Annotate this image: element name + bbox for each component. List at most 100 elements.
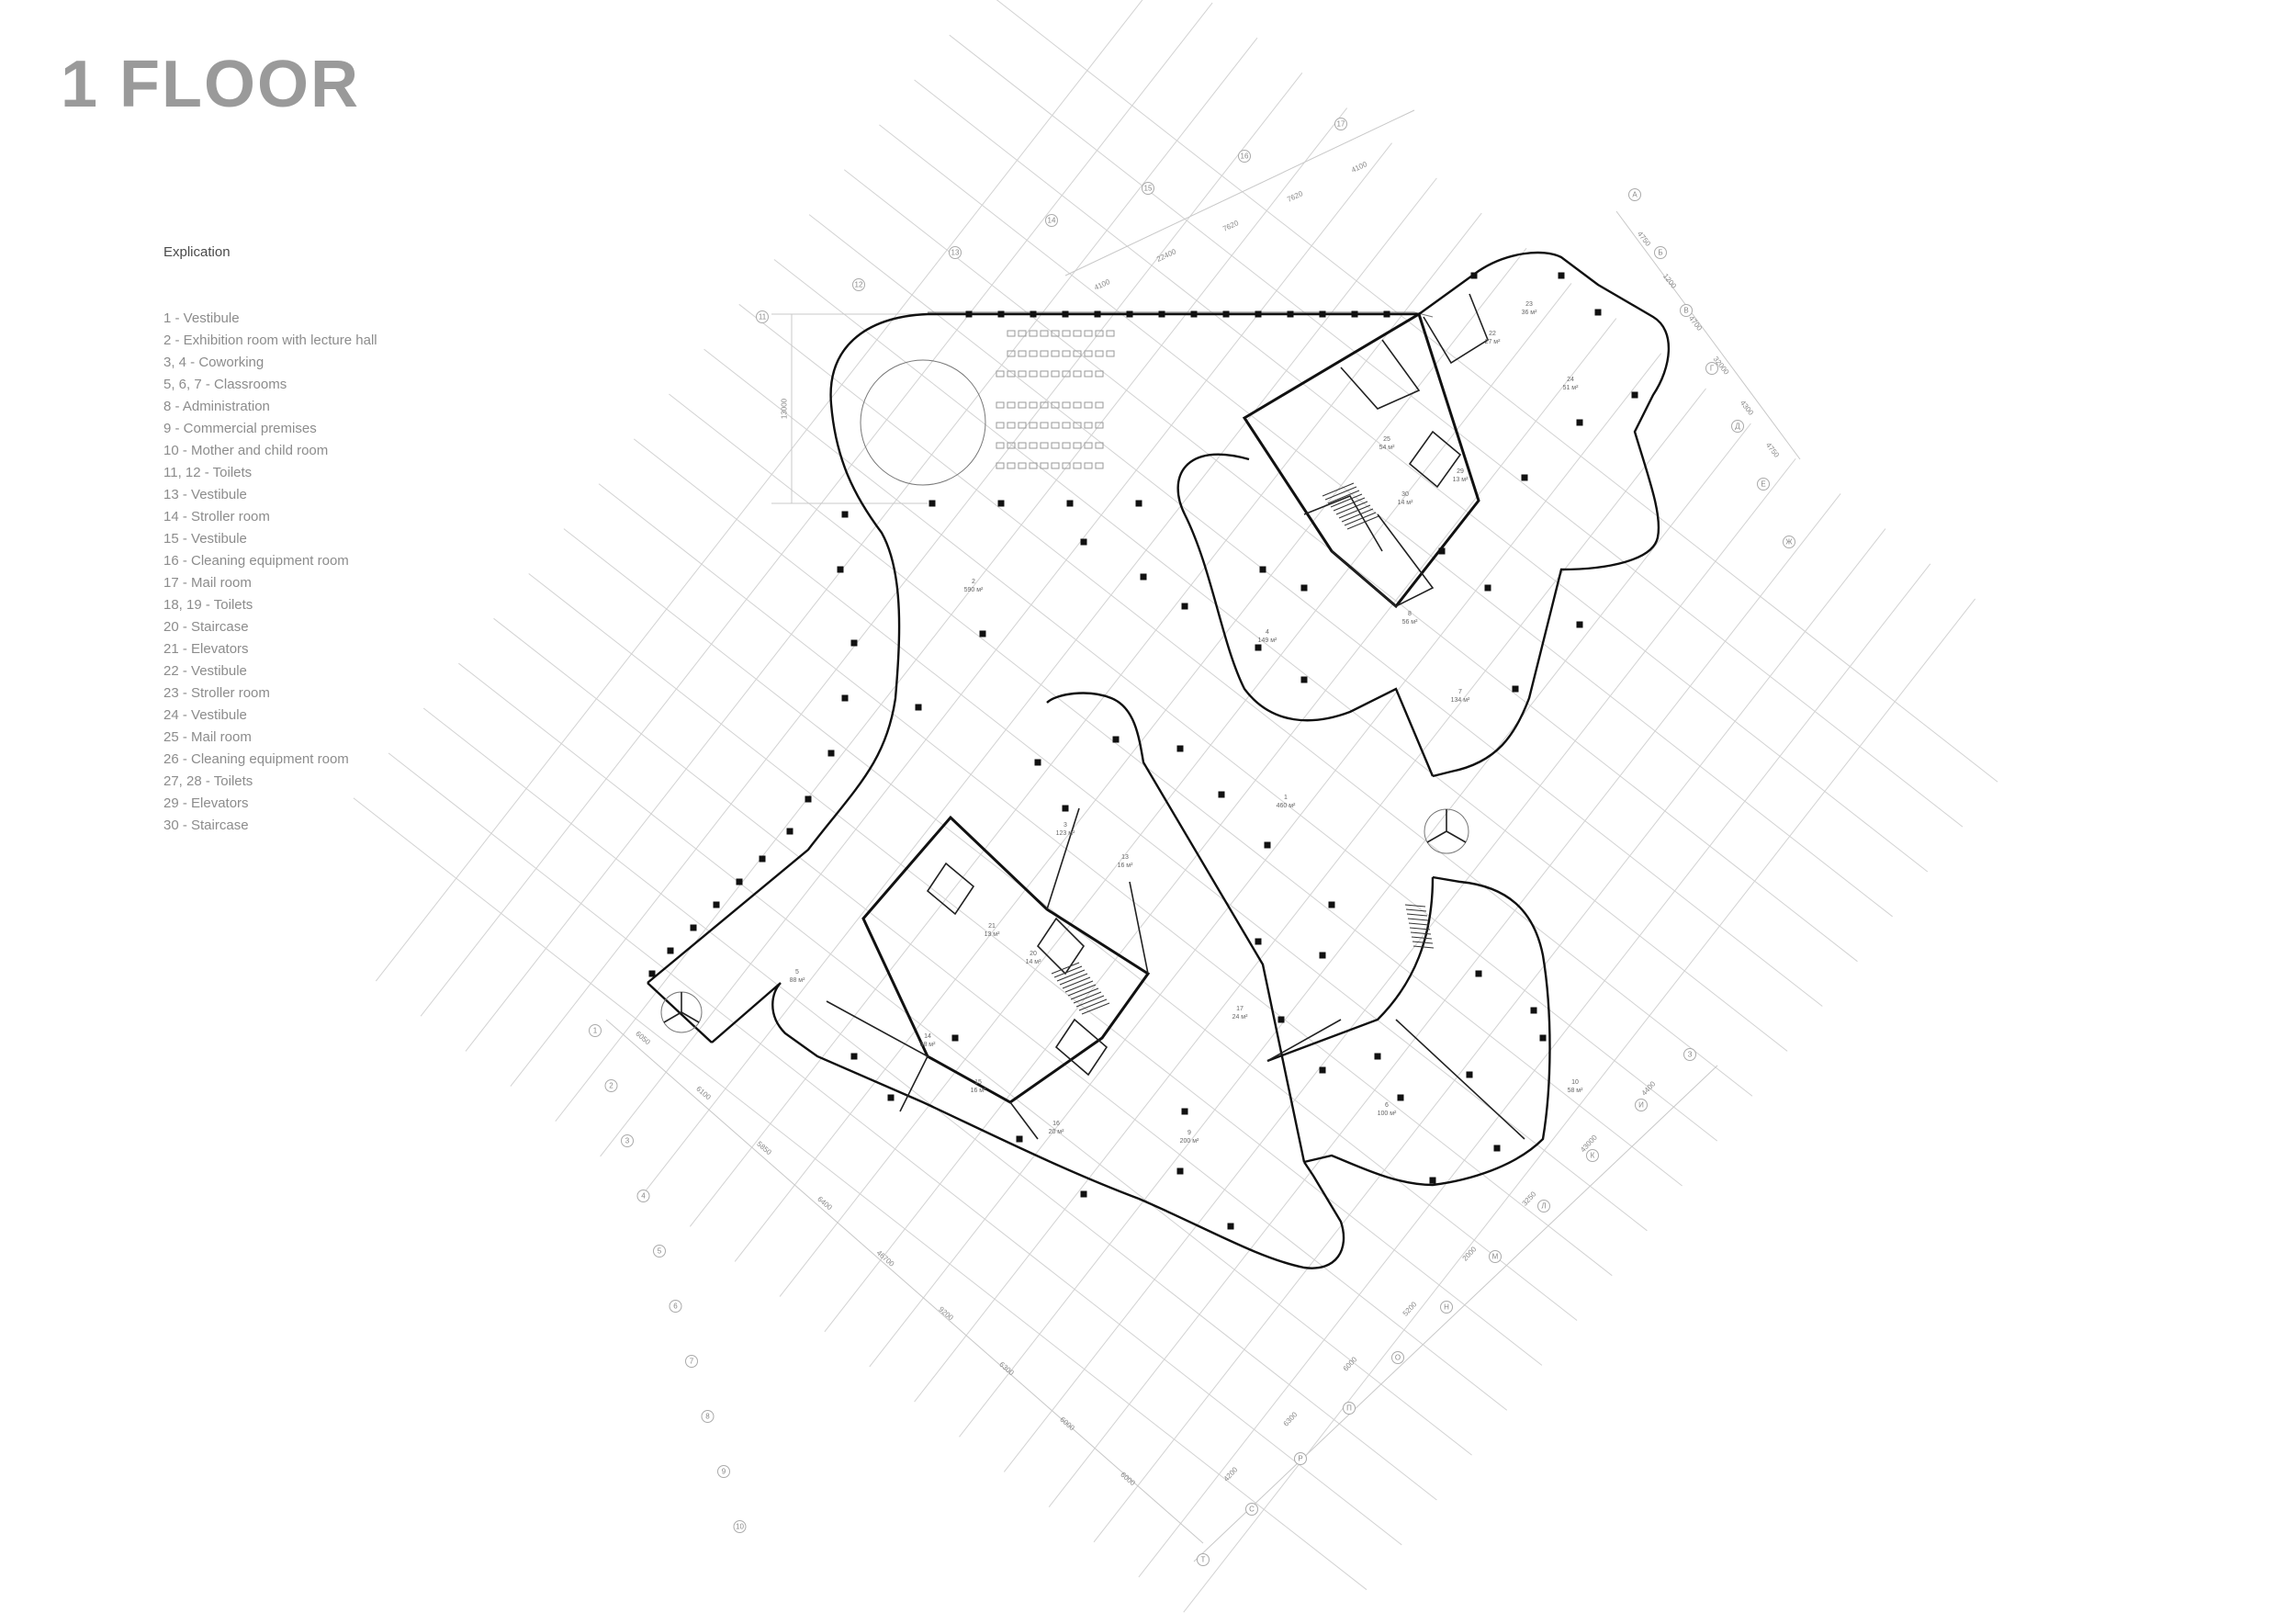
seat [1084, 401, 1093, 409]
axis-bubble-label: Т [1201, 1556, 1206, 1564]
seat [1106, 350, 1115, 357]
room-area: 14 м² [1398, 500, 1414, 506]
sw-core-wall [861, 815, 1151, 1104]
grid-line [420, 2, 1213, 1017]
column [1016, 1135, 1023, 1143]
seat [1095, 401, 1104, 409]
seat [1073, 330, 1082, 337]
room-area: 20 м² [1049, 1129, 1065, 1135]
room-area: 56 м² [1402, 619, 1419, 626]
seat [1073, 462, 1082, 469]
seat [1084, 462, 1093, 469]
axis-bubble-label: С [1249, 1506, 1255, 1514]
explication-item: 16 - Cleaning equipment room [163, 553, 349, 569]
axis-bubble [1635, 1099, 1648, 1111]
seat [1062, 422, 1071, 429]
column [1255, 310, 1262, 318]
axis-bubble [701, 1410, 715, 1423]
room-area: 590 м² [964, 587, 984, 593]
column [1319, 952, 1326, 959]
grid-line [914, 388, 1706, 1403]
column [736, 878, 743, 885]
column [1319, 310, 1326, 318]
seat [1051, 350, 1060, 357]
seat [1018, 330, 1027, 337]
west-wing-wall [647, 982, 1345, 1269]
axis-bubble-label: П [1346, 1404, 1352, 1413]
axis-bubble-label: 5 [658, 1247, 662, 1256]
dimension-label: 7620 [1221, 219, 1240, 233]
axis-bubble-label: Е [1761, 480, 1765, 489]
axis-bubble-label: 11 [759, 313, 767, 321]
seat [1051, 462, 1060, 469]
dimension-label: 9200 [937, 1305, 955, 1323]
seat [1095, 462, 1104, 469]
column [1190, 310, 1198, 318]
seat [1007, 422, 1016, 429]
column [841, 694, 849, 702]
column [1466, 1071, 1473, 1078]
axis-bubble-label: 9 [722, 1468, 726, 1476]
axis-bubble-label: 4 [641, 1192, 646, 1201]
column [1576, 419, 1583, 426]
stair-tread [1411, 936, 1433, 940]
axis-bubble [1245, 1503, 1258, 1516]
explication-item: 14 - Stroller room [163, 509, 270, 524]
column [951, 1034, 959, 1042]
stair-tread [1410, 931, 1432, 935]
stair-tread [1078, 998, 1108, 1011]
axis-bubble-label: 13 [951, 249, 960, 257]
seat [1095, 370, 1104, 378]
room-area: 123 м² [1056, 830, 1075, 837]
grid-line [996, 0, 1998, 783]
seat [1029, 330, 1038, 337]
axis-bubble-label: 3 [625, 1137, 630, 1145]
sw-rooms-walls [826, 807, 1149, 1140]
explication-item: 25 - Mail room [163, 729, 252, 745]
stair-tread [1407, 918, 1429, 921]
room-area: 36 м² [1522, 310, 1538, 316]
axis-bubble [621, 1134, 634, 1147]
seat [1040, 442, 1049, 449]
room-area: 200 м² [1180, 1138, 1199, 1145]
staircase-curved [1404, 904, 1435, 949]
seat [1062, 442, 1071, 449]
axis-bubble [1343, 1402, 1356, 1415]
grid-line [555, 107, 1348, 1122]
room-number: 2 [972, 579, 975, 585]
seat [1062, 370, 1071, 378]
axis-bubble [1680, 304, 1693, 317]
seat [1095, 422, 1104, 429]
column [887, 1094, 895, 1101]
column [1218, 791, 1225, 798]
stair-tread [1070, 987, 1099, 1000]
room-number: 5 [795, 969, 799, 976]
room-area: 16 м² [971, 1088, 987, 1094]
dimension-label: 4300 [1739, 399, 1755, 417]
explication-heading: Explication [163, 244, 231, 260]
axis-bubble [636, 1190, 650, 1202]
column [1094, 310, 1101, 318]
column [1470, 272, 1478, 279]
column [648, 970, 656, 977]
seat [1073, 401, 1082, 409]
lecture-hall-seating [996, 330, 1115, 469]
stair-tread [1330, 493, 1363, 508]
column [1300, 676, 1308, 683]
axis-bubble-label: Л [1541, 1202, 1546, 1211]
dimension-label: 7620 [1286, 189, 1304, 204]
axis-bubble [1628, 188, 1641, 201]
room-area: 27 м² [1485, 339, 1502, 345]
dimension-label: 3250 [1521, 1190, 1538, 1208]
se-partition [1266, 1019, 1525, 1140]
column [1255, 644, 1262, 651]
explication-item: 15 - Vestibule [163, 531, 247, 547]
dimension-line-se [1193, 1065, 1718, 1562]
column [1227, 1223, 1234, 1230]
room-area: 38 м² [920, 1042, 937, 1048]
column [1397, 1094, 1404, 1101]
axis-bubble-label: З [1688, 1051, 1693, 1059]
room-number: 20 [1030, 951, 1037, 957]
axis-bubble-label: 6 [673, 1303, 678, 1311]
